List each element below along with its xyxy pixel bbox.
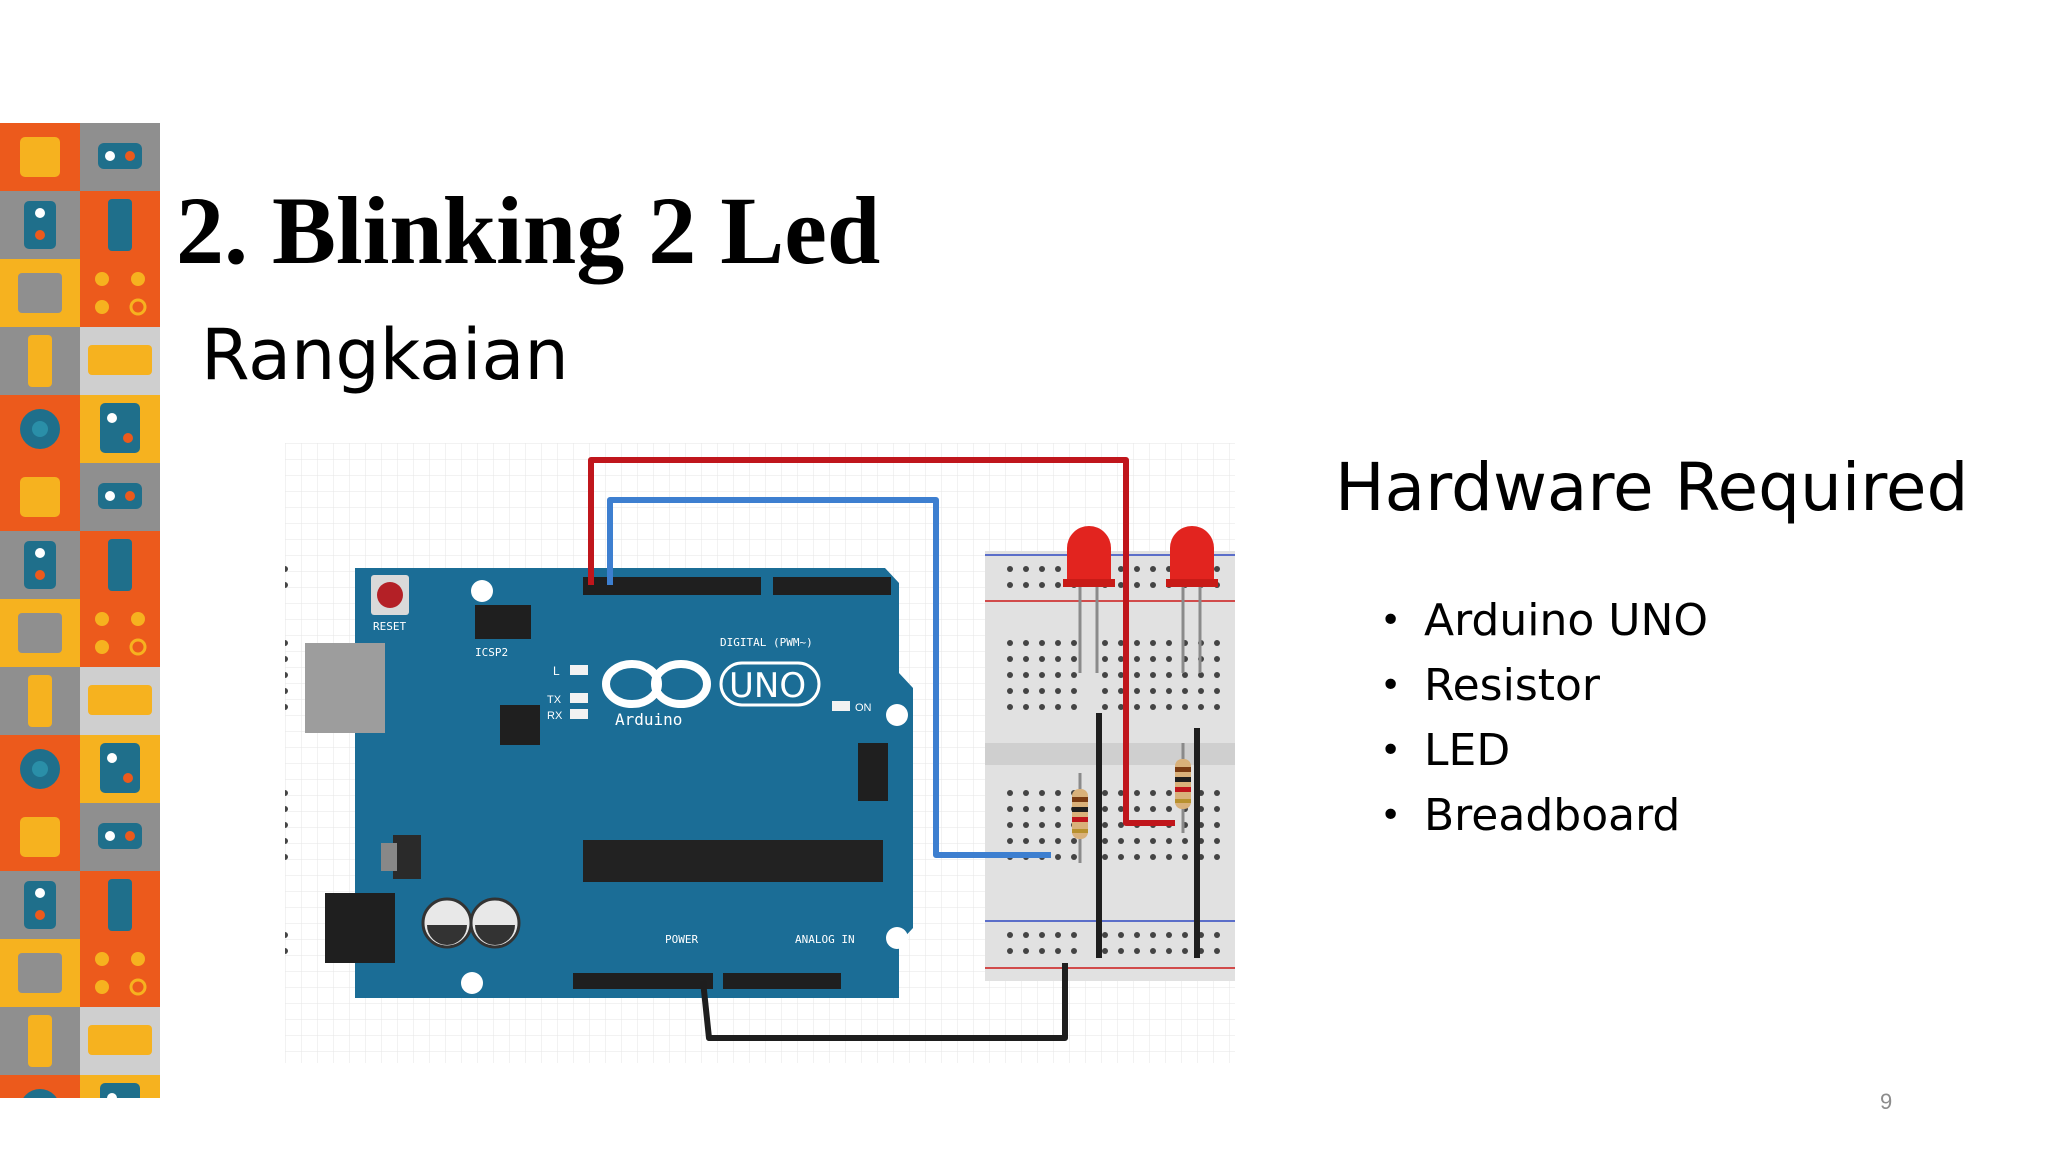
- digital-label: DIGITAL (PWM~): [720, 636, 813, 649]
- black-wire-ground: [700, 963, 1068, 1041]
- list-item: • Breadboard: [1380, 783, 1708, 848]
- hardware-item-label: Resistor: [1424, 659, 1600, 711]
- bullet-icon: •: [1380, 664, 1402, 706]
- arduino-logo: UNO Arduino: [602, 660, 821, 729]
- reset-label: RESET: [373, 620, 406, 633]
- list-item: • LED: [1380, 718, 1708, 783]
- analog-label: ANALOG IN: [795, 933, 855, 946]
- hardware-item-label: LED: [1424, 724, 1511, 776]
- arduino-brand-text: Arduino: [615, 710, 682, 729]
- circuit-diagram: RESET ICSP2 DIGITAL (PWM~) UNO Arduino L: [282, 443, 1235, 1063]
- uno-logo-text: UNO: [729, 666, 806, 706]
- resistor-2: [1175, 743, 1191, 833]
- list-item: • Arduino UNO: [1380, 588, 1708, 653]
- red-wire: [588, 457, 1175, 826]
- wires: [588, 457, 1200, 1041]
- led-l-label: L: [553, 664, 560, 678]
- bullet-icon: •: [1380, 794, 1402, 836]
- list-item: • Resistor: [1380, 653, 1708, 718]
- arduino-board: RESET ICSP2 DIGITAL (PWM~) UNO Arduino L: [305, 568, 913, 998]
- breadboard: [282, 551, 1235, 981]
- resistor-1: [1072, 773, 1088, 863]
- on-label: ON: [855, 702, 872, 714]
- hardware-item-label: Breadboard: [1424, 789, 1681, 841]
- decorative-pattern-strip: [0, 123, 160, 1098]
- hardware-heading: Hardware Required: [1335, 449, 1969, 526]
- hardware-list: • Arduino UNO • Resistor • LED • Breadboard: [1380, 588, 1708, 848]
- led-2: [1166, 526, 1218, 673]
- page-number: 9: [1880, 1089, 1893, 1114]
- power-label: POWER: [665, 933, 698, 946]
- slide-subtitle: Rangkaian: [201, 314, 569, 396]
- blue-wire: [607, 497, 1051, 858]
- hardware-item-label: Arduino UNO: [1424, 594, 1709, 646]
- bullet-icon: •: [1380, 599, 1402, 641]
- slide-title: 2. Blinking 2 Led: [176, 177, 881, 284]
- tx-label: TX: [547, 694, 562, 706]
- bullet-icon: •: [1380, 729, 1402, 771]
- icsp-label: ICSP2: [475, 646, 508, 659]
- rx-label: RX: [547, 710, 563, 722]
- led-1: [1063, 526, 1115, 673]
